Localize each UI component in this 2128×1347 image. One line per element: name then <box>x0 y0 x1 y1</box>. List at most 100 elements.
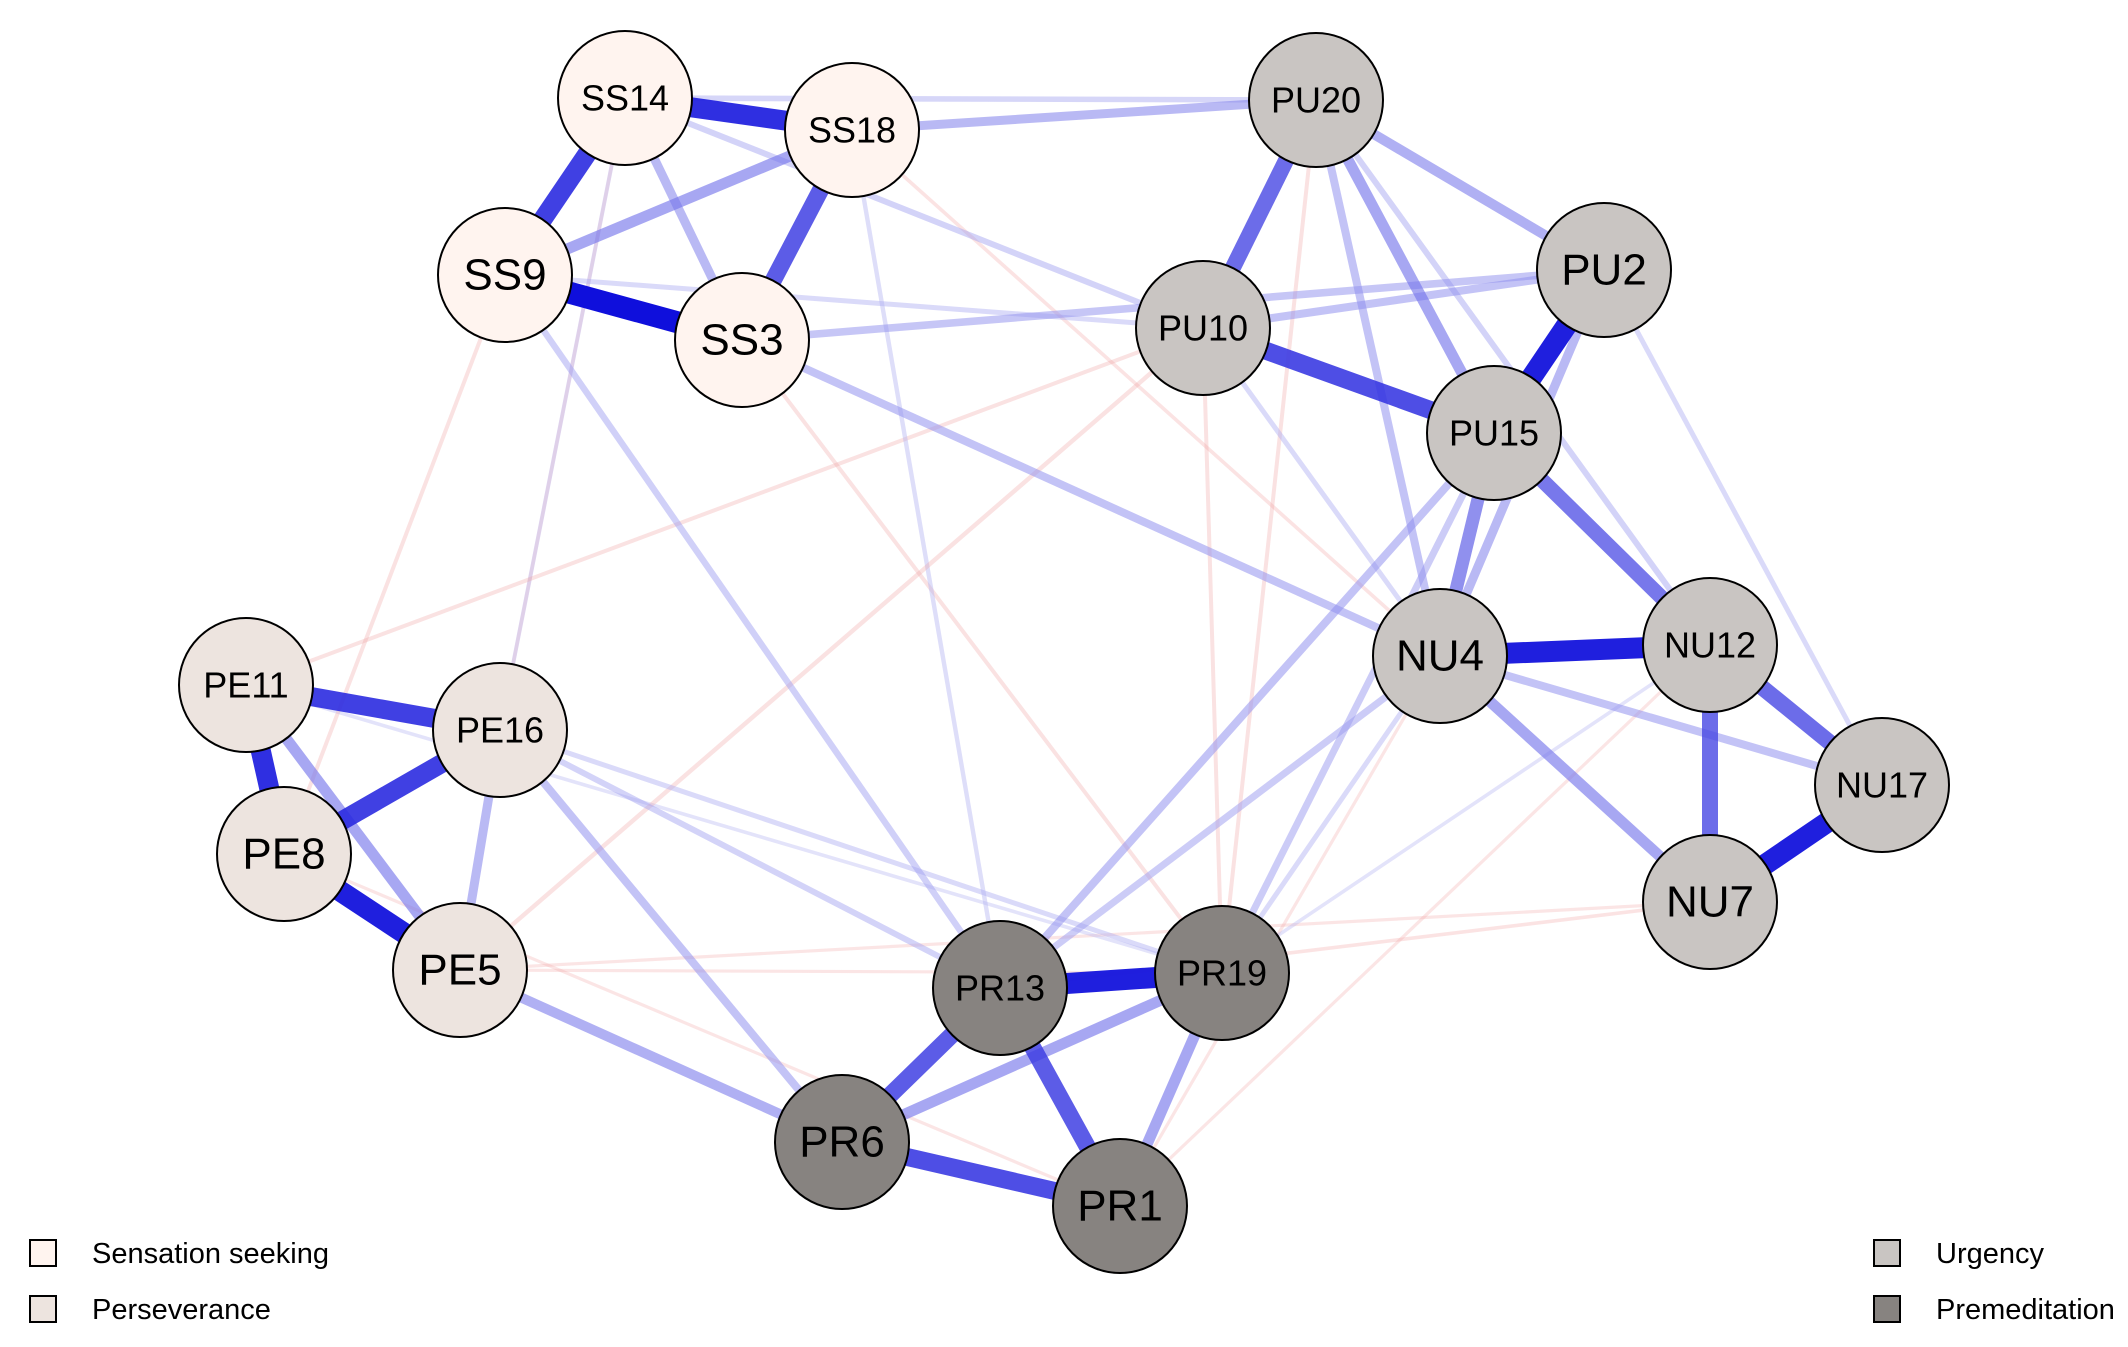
node-circle-PU10 <box>1135 260 1271 396</box>
node-label-PU20: PU20 <box>1271 80 1361 121</box>
node-label-PR6: PR6 <box>799 1118 885 1167</box>
node-label-PR13: PR13 <box>955 968 1045 1009</box>
edge-NU4-NU17 <box>1438 652 1884 789</box>
node-circle-SS9 <box>437 207 573 343</box>
node-NU12: NU12 <box>1642 577 1778 713</box>
node-circle-PE8 <box>216 786 352 922</box>
edge-NU7-PE5 <box>459 900 1711 972</box>
edge-SS18-PU20 <box>851 95 1317 135</box>
node-PR13: PR13 <box>932 920 1068 1056</box>
node-NU4: NU4 <box>1372 588 1508 724</box>
edge-PE16-PR6 <box>496 727 846 1145</box>
node-SS14: SS14 <box>557 30 693 166</box>
legend-item-3: Premeditation <box>1873 1294 2115 1326</box>
node-circle-PE11 <box>178 617 314 753</box>
edge-PU2-NU17 <box>1601 268 1885 787</box>
node-SS18: SS18 <box>784 62 920 198</box>
node-circle-NU12 <box>1642 577 1778 713</box>
legend-item-1: Perseverance <box>29 1294 271 1326</box>
legend-item-2: Urgency <box>1873 1238 2044 1270</box>
node-circle-SS14 <box>557 30 693 166</box>
node-PU15: PU15 <box>1426 365 1562 501</box>
node-label-PU2: PU2 <box>1561 246 1647 295</box>
node-circle-PU15 <box>1426 365 1562 501</box>
legend-swatch-3 <box>1873 1295 1901 1323</box>
node-label-PR1: PR1 <box>1077 1182 1163 1231</box>
node-label-NU12: NU12 <box>1664 625 1756 666</box>
edge-SS18-NU4 <box>850 128 1442 658</box>
node-label-NU7: NU7 <box>1666 878 1754 927</box>
node-PR1: PR1 <box>1052 1138 1188 1274</box>
node-PE11: PE11 <box>178 617 314 753</box>
node-circle-PR6 <box>774 1074 910 1210</box>
node-label-PU10: PU10 <box>1158 308 1248 349</box>
edge-PU10-PE11 <box>245 326 1204 687</box>
node-circle-PE5 <box>392 902 528 1038</box>
edge-SS9-PE8 <box>282 274 507 855</box>
legend-label-1: Perseverance <box>92 1294 271 1326</box>
edge-NU4-PR13 <box>997 653 1443 991</box>
node-label-SS14: SS14 <box>581 78 669 119</box>
legend-swatch-1 <box>29 1295 57 1323</box>
node-label-SS9: SS9 <box>463 251 546 300</box>
edge-SS3-PR19 <box>740 338 1224 975</box>
node-circle-PE16 <box>432 662 568 798</box>
node-PU10: PU10 <box>1135 260 1271 396</box>
edge-PE16-PR19 <box>499 727 1223 976</box>
node-label-PR19: PR19 <box>1177 953 1267 994</box>
node-label-PE16: PE16 <box>456 710 544 751</box>
node-NU17: NU17 <box>1814 717 1950 853</box>
edge-SS9-PR13 <box>502 273 1003 990</box>
node-PR19: PR19 <box>1154 905 1290 1041</box>
node-circle-NU17 <box>1814 717 1950 853</box>
node-label-SS3: SS3 <box>700 316 783 365</box>
node-label-PU15: PU15 <box>1449 413 1539 454</box>
node-PU20: PU20 <box>1248 32 1384 168</box>
node-circle-PR13 <box>932 920 1068 1056</box>
node-PE16: PE16 <box>432 662 568 798</box>
node-label-PE8: PE8 <box>242 830 325 879</box>
node-NU7: NU7 <box>1642 834 1778 970</box>
legend-label-3: Premeditation <box>1936 1294 2115 1326</box>
edge-SS14-PU20 <box>624 95 1317 103</box>
edge-PU10-PE5 <box>458 326 1205 972</box>
edge-SS14-PE16 <box>498 97 627 731</box>
edge-PE5-PR6 <box>457 965 845 1147</box>
legend-label-0: Sensation seeking <box>92 1238 329 1270</box>
edge-SS14-PU10 <box>623 95 1205 331</box>
node-circle-NU7 <box>1642 834 1778 970</box>
node-circle-PU20 <box>1248 32 1384 168</box>
node-label-SS18: SS18 <box>808 110 896 151</box>
node-PE5: PE5 <box>392 902 528 1038</box>
node-PE8: PE8 <box>216 786 352 922</box>
edge-PU20-NU4 <box>1312 99 1444 657</box>
edge-PR1-NU12 <box>1118 643 1712 1208</box>
node-circle-PR19 <box>1154 905 1290 1041</box>
node-label-PE5: PE5 <box>418 946 501 995</box>
legend-label-2: Urgency <box>1936 1238 2044 1270</box>
legend-swatch-2 <box>1873 1239 1901 1267</box>
edge-PU10-PR19 <box>1201 327 1224 974</box>
edge-PE16-PR13 <box>498 727 1002 991</box>
node-circle-NU4 <box>1372 588 1508 724</box>
node-PU2: PU2 <box>1536 202 1672 338</box>
edge-SS9-PU10 <box>504 272 1204 331</box>
edge-NU12-PR19 <box>1220 643 1712 975</box>
node-circle-PR1 <box>1052 1138 1188 1274</box>
edge-PU15-PR19 <box>1218 431 1498 975</box>
edge-SS3-NU4 <box>740 336 1442 660</box>
edge-PU15-PR13 <box>997 430 1497 991</box>
legend-item-0: Sensation seeking <box>29 1238 329 1270</box>
edge-SS14-PE16 <box>498 97 627 731</box>
node-SS9: SS9 <box>437 207 573 343</box>
node-circle-SS18 <box>784 62 920 198</box>
legend-swatch-0 <box>29 1239 57 1267</box>
node-circle-SS3 <box>674 272 810 408</box>
node-label-PE11: PE11 <box>203 665 288 706</box>
edge-PU20-PR19 <box>1220 99 1318 974</box>
node-label-NU17: NU17 <box>1836 765 1928 806</box>
edge-SS18-PR13 <box>849 129 1003 989</box>
